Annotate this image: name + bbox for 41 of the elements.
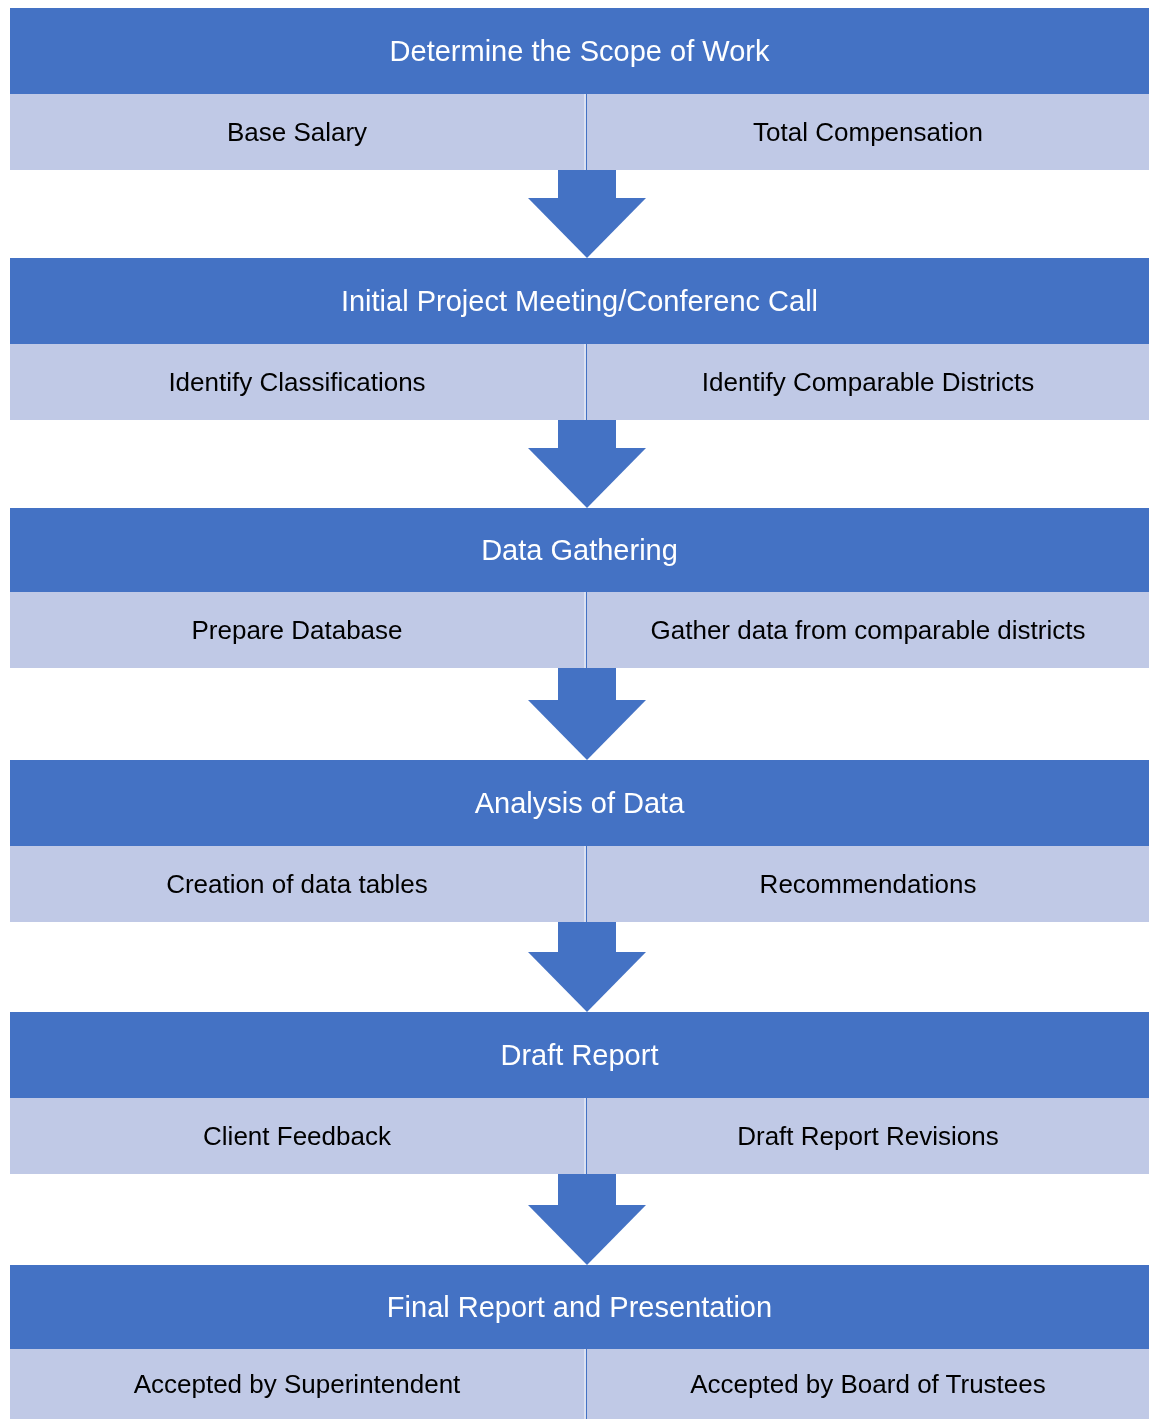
step-label: Base Salary [226,116,368,148]
step-label: Identify Classifications [168,366,426,398]
step-box [587,592,1149,668]
stage-panel [10,1265,1149,1419]
step-box [10,846,586,922]
step-label: Gather data from comparable districts [650,614,1086,646]
step-box [10,1098,586,1174]
step-label: Draft Report Revisions [737,1120,999,1152]
stage-panel [10,760,1149,922]
step-box [587,1349,1149,1419]
stage-heading: Data Gathering [481,533,678,567]
block-arrow [528,668,646,760]
block-arrow [528,1174,646,1265]
stage-heading: Final Report and Presentation [386,1290,773,1324]
block-arrow [528,922,646,1012]
stage-heading: Initial Project Meeting/Conferenc Call [340,284,819,318]
step-label: Accepted by Superintendent [133,1368,461,1400]
stage-heading: Draft Report [500,1038,659,1072]
step-label: Client Feedback [203,1120,391,1152]
step-box [587,94,1149,170]
stage-heading: Analysis of Data [474,786,685,820]
step-box [587,1098,1149,1174]
step-box [587,344,1149,420]
step-box [10,344,586,420]
block-arrow [528,420,646,508]
step-box [10,1349,586,1419]
step-label: Identify Comparable Districts [701,366,1035,398]
stage-panel [10,8,1149,170]
block-arrow [528,170,646,258]
step-label: Prepare Database [191,614,403,646]
stage-heading: Determine the Scope of Work [389,34,770,68]
step-box [10,94,586,170]
stage-panel [10,258,1149,420]
stage-panel [10,508,1149,668]
step-label: Total Compensation [753,116,983,148]
step-label: Accepted by Board of Trustees [690,1368,1046,1400]
stage-panel [10,1012,1149,1174]
step-box [587,846,1149,922]
step-label: Creation of data tables [166,868,428,900]
step-box [10,592,586,668]
step-label: Recommendations [759,868,977,900]
